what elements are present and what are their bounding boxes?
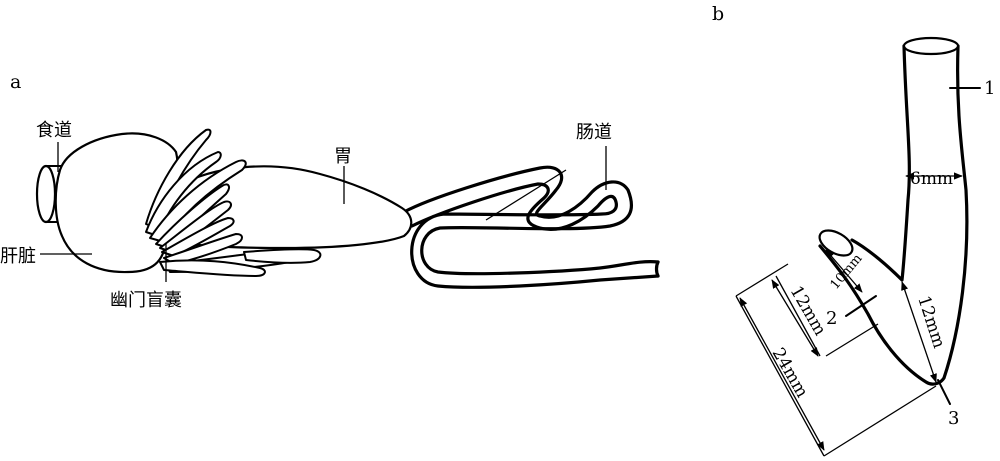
panel-a-leaders: [40, 142, 607, 282]
label-liver: 肝脏: [0, 246, 36, 267]
label-stomach: 胃: [334, 146, 352, 167]
label-pyloric-caeca: 幽门盲囊: [110, 290, 182, 311]
dim-label-6mm: 6mm: [910, 169, 953, 189]
stomach-tube-drawing: [818, 36, 969, 386]
dim-label-24mm: 24mm: [768, 345, 812, 402]
intestine-drawing: [402, 165, 660, 289]
pyloric-caeca-drawing: [145, 128, 322, 277]
marker-leaders: [845, 87, 981, 405]
panel-a-letter: a: [10, 71, 21, 93]
label-intestine: 肠道: [576, 122, 612, 143]
marker-2: 2: [826, 308, 837, 329]
marker-1: 1: [984, 78, 995, 99]
label-esophagus: 食道: [36, 120, 72, 141]
panel-b-letter: b: [712, 3, 724, 25]
dim-label-12mm-right: 12mm: [913, 293, 949, 350]
dim-label-12mm-left: 12mm: [786, 283, 830, 340]
marker-3: 3: [948, 408, 959, 429]
dimension-lines: [735, 172, 963, 457]
